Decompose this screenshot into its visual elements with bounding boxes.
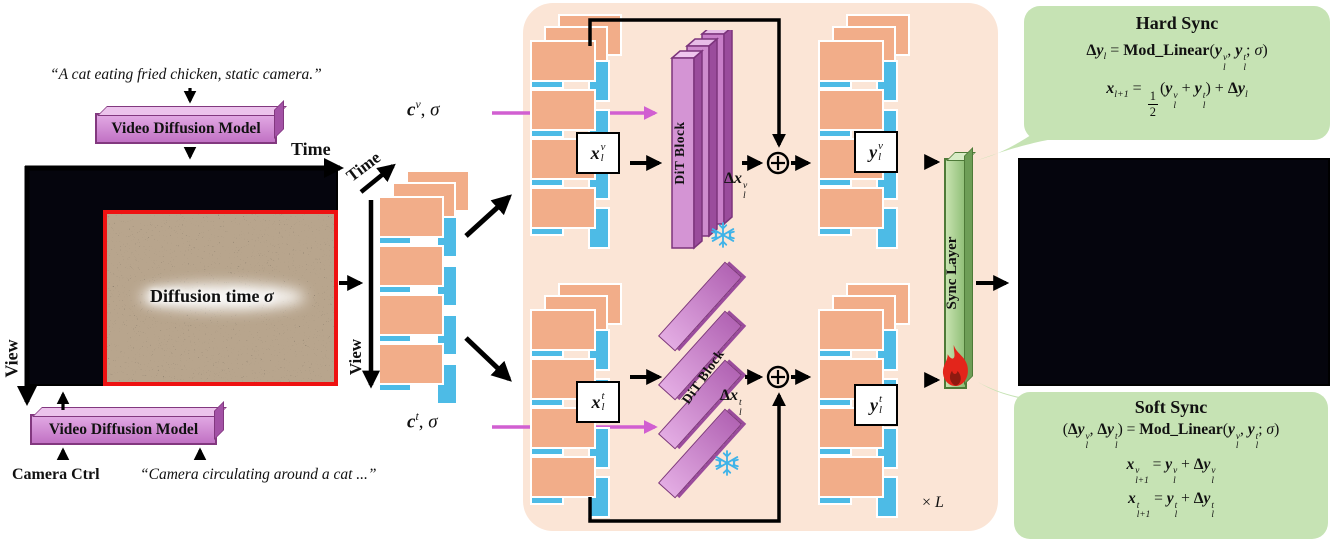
soft-sync-title: Soft Sync xyxy=(1134,397,1208,417)
time-condition-label: ct, σ xyxy=(407,410,438,433)
video-frame xyxy=(27,255,104,297)
latent-token-frame xyxy=(530,40,596,82)
hard-sync-title: Hard Sync xyxy=(1135,13,1219,33)
video-frame xyxy=(1252,250,1328,294)
video-frame xyxy=(1097,205,1173,249)
latent-token-frame xyxy=(818,187,884,229)
flame-icon xyxy=(933,342,977,396)
vdm-top-label: Video Diffusion Model xyxy=(111,119,261,137)
vdm-bottom-label: Video Diffusion Model xyxy=(48,420,199,438)
video-frame xyxy=(1252,295,1328,339)
video-frame xyxy=(1175,160,1251,204)
video-frame xyxy=(27,342,104,384)
prompt-text-bottom: “Camera circulating around a cat ...” xyxy=(140,466,377,483)
video-frame xyxy=(1097,295,1173,339)
video-frame xyxy=(1097,340,1173,384)
video-frame xyxy=(27,211,104,253)
view-condition-label: cv, σ xyxy=(407,98,440,121)
video-frame xyxy=(1020,160,1096,204)
latent-token-stack xyxy=(378,170,474,405)
latent-token-frame xyxy=(378,196,444,238)
latent-token-stack xyxy=(818,14,914,249)
prompt-text-top: “A cat eating fried chicken, static came… xyxy=(50,66,322,83)
latent-token-frame xyxy=(530,89,596,131)
latent-token-frame xyxy=(818,309,884,351)
video-diffusion-model-bottom: Video Diffusion Model xyxy=(30,414,217,445)
video-frame xyxy=(1175,250,1251,294)
latent-token-frame xyxy=(530,456,596,498)
diffusion-time-label: Diffusion time σ xyxy=(150,286,274,306)
latent-token-frame xyxy=(378,245,444,287)
latent-token-frame xyxy=(818,89,884,131)
latent-token-frame xyxy=(378,294,444,336)
latent-token-frame xyxy=(818,40,884,82)
output-video-grid xyxy=(1018,158,1330,386)
latent-token-frame xyxy=(818,456,884,498)
sync-layer-label: Sync Layer xyxy=(944,236,960,310)
video-frame xyxy=(1020,250,1096,294)
video-frame xyxy=(1175,295,1251,339)
latent-token-frame xyxy=(530,187,596,229)
layer-repeat-label: × L xyxy=(922,494,944,511)
time-axis-label: Time xyxy=(291,139,331,159)
camera-ctrl-label: Camera Ctrl xyxy=(12,466,100,483)
video-frame xyxy=(1097,160,1173,204)
video-frame xyxy=(1175,205,1251,249)
video-frame xyxy=(27,298,104,340)
sync-layer-bar xyxy=(944,158,967,389)
video-frame xyxy=(1252,205,1328,249)
video-frame xyxy=(1097,250,1173,294)
latent-view-axis-label: View xyxy=(346,338,365,376)
view-axis-label: View xyxy=(1,339,22,378)
video-frame xyxy=(1020,340,1096,384)
dit-block-top-label: DiT Block xyxy=(672,121,687,185)
video-frame xyxy=(1175,340,1251,384)
video-frame xyxy=(105,168,182,210)
video-frame xyxy=(1252,160,1328,204)
latent-token-frame xyxy=(378,343,444,385)
snowflake-icon xyxy=(714,450,740,481)
video-frame xyxy=(260,168,337,210)
latent-token-frame xyxy=(530,358,596,400)
video-frame xyxy=(182,168,259,210)
snowflake-icon xyxy=(710,222,736,253)
video-frame xyxy=(1020,295,1096,339)
label-glow xyxy=(140,284,305,310)
video-frame xyxy=(27,168,104,210)
video-frame xyxy=(1252,340,1328,384)
latent-token-frame xyxy=(530,309,596,351)
video-frame xyxy=(1020,205,1096,249)
video-diffusion-model-top: Video Diffusion Model xyxy=(95,113,277,144)
latent-token-stack xyxy=(530,14,626,249)
